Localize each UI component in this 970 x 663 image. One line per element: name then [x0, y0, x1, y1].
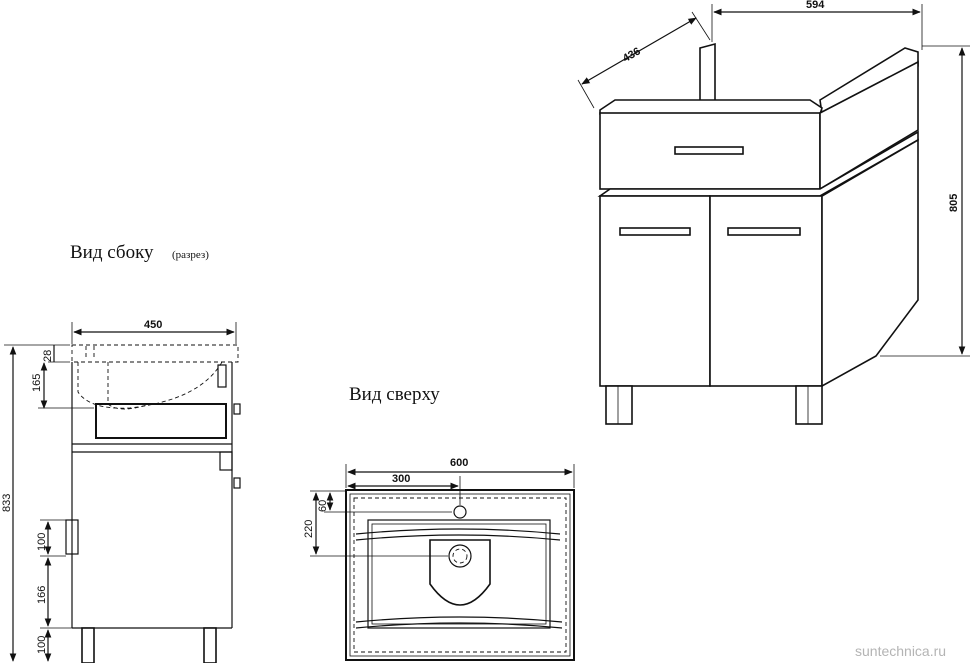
side-drawer — [95, 403, 227, 439]
iso-back-panel — [699, 42, 716, 106]
side-drawer-handle — [233, 403, 241, 415]
side-back-bracket — [65, 519, 79, 555]
top-hole-60-dimension: 60 — [317, 500, 329, 512]
top-view-title: Вид сверху — [349, 384, 440, 405]
side-door-front — [219, 451, 233, 471]
top-basin — [367, 519, 551, 629]
side-top-28-dimension: 28 — [42, 350, 54, 362]
side-leg-front — [203, 627, 217, 663]
top-drain-channel — [429, 539, 491, 606]
top-faucet-hole — [453, 505, 467, 519]
side-gap-166-dimension: 166 — [36, 586, 48, 604]
side-view-note: (разрез) — [172, 249, 209, 261]
side-depth-dimension: 450 — [144, 319, 162, 331]
top-width-dimension: 600 — [450, 457, 468, 469]
top-half-dimension: 300 — [392, 473, 410, 485]
iso-leg-left — [605, 385, 633, 425]
side-legs-100-dimension: 100 — [36, 636, 48, 654]
iso-width-dimension: 594 — [806, 0, 825, 11]
iso-cabinet-side — [821, 138, 919, 388]
top-depth-220-dimension: 220 — [303, 520, 315, 538]
iso-drawer-handle — [674, 146, 744, 155]
iso-height-dimension: 805 — [948, 194, 960, 212]
iso-top-ledge — [599, 99, 823, 115]
iso-depth-dimension: 436 — [621, 45, 643, 65]
isometric-view: 436 594 805 — [577, 0, 970, 425]
side-view-title: Вид сбоку — [70, 242, 154, 263]
side-leg-back — [81, 627, 95, 663]
iso-left-door — [599, 195, 711, 387]
iso-left-door-handle — [619, 227, 691, 236]
iso-leg-right — [795, 385, 823, 425]
iso-right-door — [709, 195, 823, 387]
watermark: suntechnica.ru — [855, 643, 946, 659]
top-view: Вид сверху 600 300 220 60 — [303, 384, 575, 661]
iso-right-door-handle — [727, 227, 801, 236]
top-drain — [448, 544, 472, 568]
iso-drawer-side — [819, 60, 919, 191]
side-view: Вид сбоку (разрез) 450 833 — [1, 242, 241, 663]
side-faucet — [217, 364, 227, 388]
side-handle-100-dimension: 100 — [36, 533, 48, 551]
side-door-handle — [233, 477, 241, 489]
side-bowl-165-dimension: 165 — [31, 374, 43, 392]
side-total-height-dimension: 833 — [1, 494, 13, 512]
